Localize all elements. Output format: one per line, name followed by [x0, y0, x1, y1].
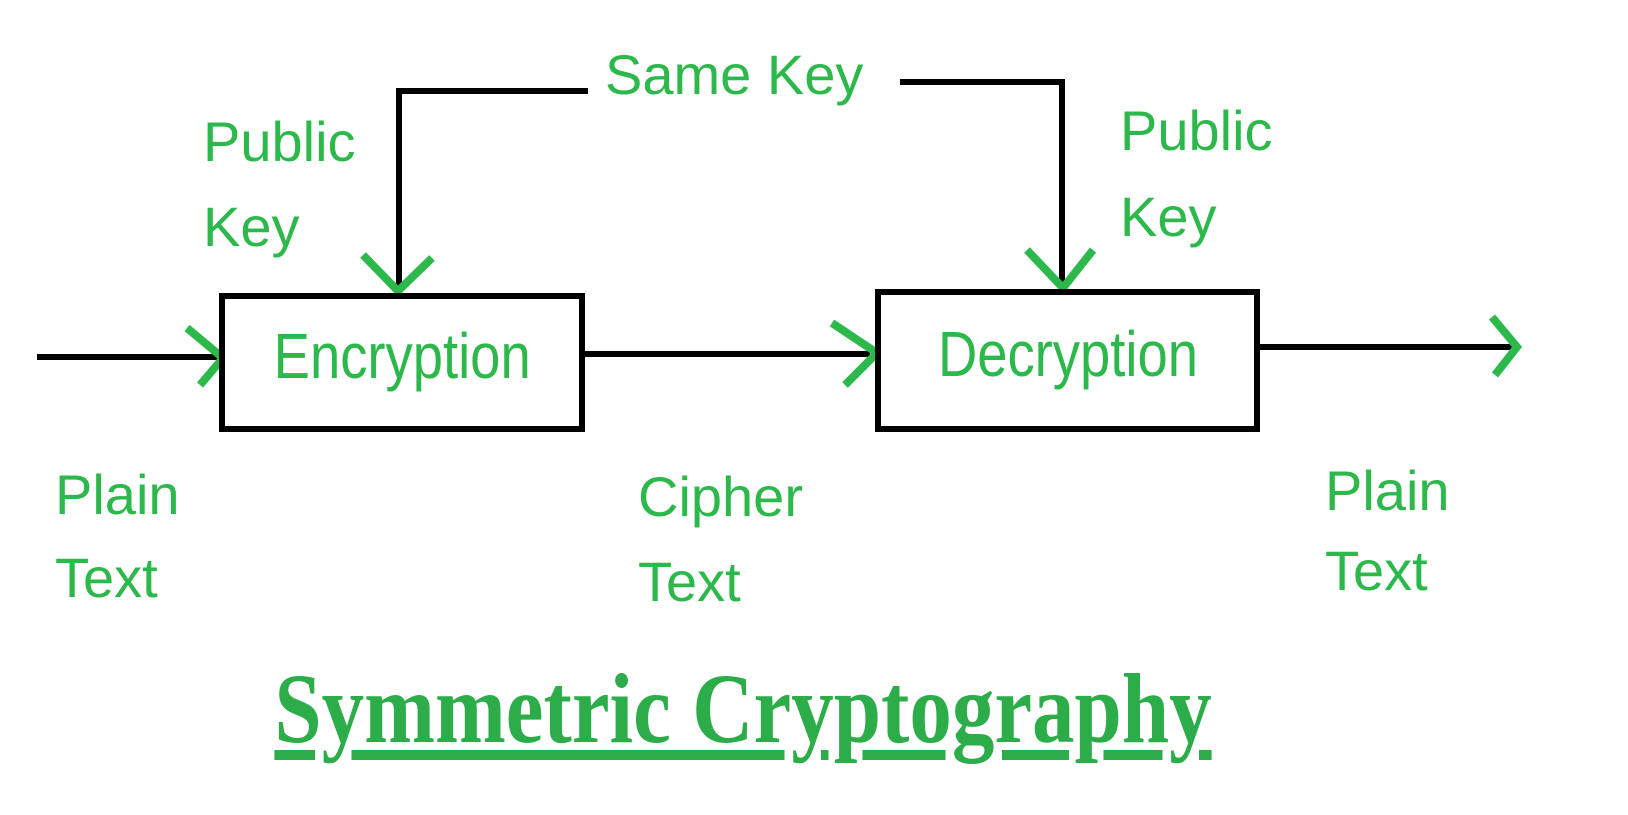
same-key-connector-right-horizontal — [900, 79, 1065, 85]
same-key-connector-left-vertical — [396, 88, 402, 293]
plain-text-label-input: Plain Text — [55, 463, 180, 609]
decryption-node-label: Decryption — [937, 317, 1198, 390]
same-key-connector-right-vertical — [1059, 79, 1065, 289]
public-key-label-left: Public Key — [203, 110, 356, 258]
decryption-node: Decryption — [875, 289, 1260, 432]
arrowhead-right-icon — [1488, 314, 1523, 378]
arrowhead-down-icon — [1024, 247, 1097, 295]
public-key-label-right: Public Key — [1120, 99, 1273, 248]
arrowhead-down-icon — [360, 252, 435, 297]
plain-text-label-output: Plain Text — [1325, 459, 1450, 602]
plain-text-output-line — [1258, 344, 1512, 350]
encryption-node: Encryption — [219, 293, 585, 432]
cipher-text-label: Cipher Text — [638, 465, 803, 613]
plain-text-input-line — [37, 354, 218, 360]
encryption-node-label: Encryption — [273, 319, 531, 392]
diagram-title: Symmetric Cryptography — [274, 653, 1212, 764]
same-key-connector-left-horizontal — [398, 88, 588, 94]
cipher-text-line — [585, 351, 870, 357]
same-key-label: Same Key — [605, 43, 864, 106]
